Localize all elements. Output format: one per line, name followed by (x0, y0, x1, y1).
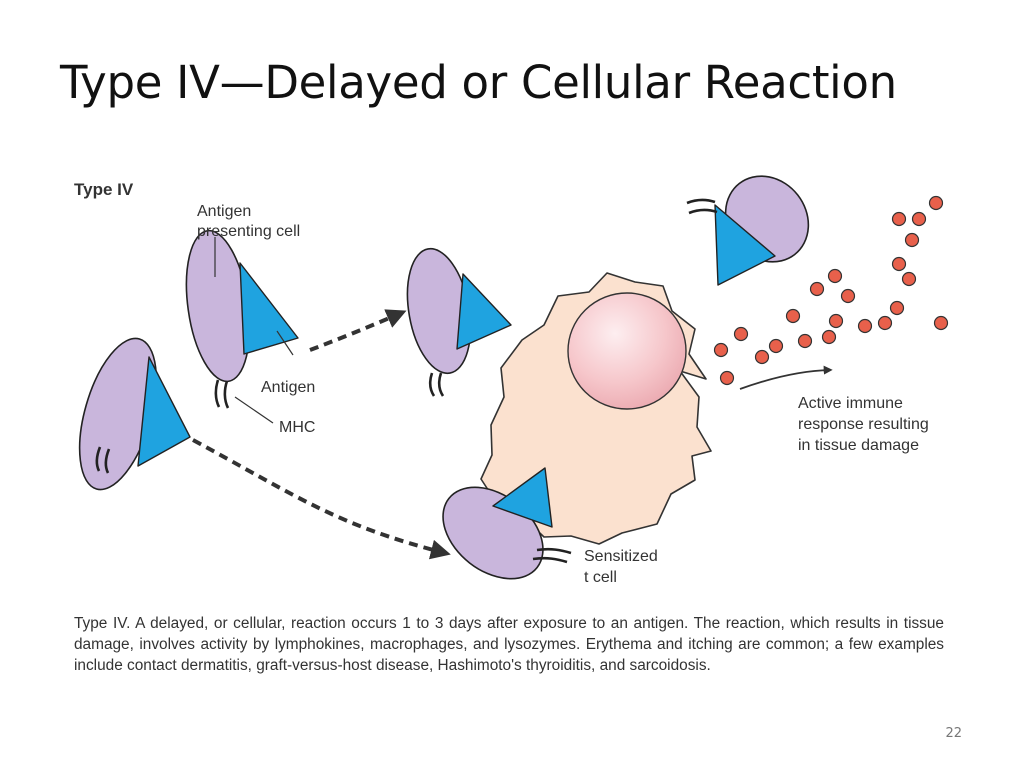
label-tcell-line2: t cell (584, 569, 617, 586)
arrow-apc-to-t-cell (192, 438, 451, 560)
arrow-immune-response (739, 365, 833, 390)
label-response-line3: in tissue damage (798, 437, 919, 454)
antigen-presenting-cell-docking (406, 247, 512, 397)
figure-caption: Type IV. A delayed, or cellular, reactio… (74, 615, 944, 674)
label-response-line2: response resulting (798, 416, 929, 433)
cell-nucleus (567, 292, 687, 410)
label-apc-line1: Antigen (197, 203, 251, 220)
lymphokine-particles (713, 195, 949, 386)
label-apc-line2: presenting cell (197, 223, 300, 240)
antigen-presenting-cell (185, 229, 299, 409)
label-antigen: Antigen (261, 379, 315, 396)
page-number: 22 (945, 726, 962, 741)
arrow-apc-to-target-cell (309, 309, 407, 352)
type-iv-diagram: Type IV (74, 175, 949, 586)
label-response-line1: Active immune (798, 395, 903, 412)
t-cell-top (686, 175, 810, 286)
antigen-presenting-cell-free (78, 337, 191, 491)
sensitized-t-cell (442, 467, 572, 580)
label-mhc: MHC (279, 419, 315, 436)
leader-mhc (234, 396, 274, 424)
type-iv-figure: Type IV (65, 165, 965, 715)
slide-title: Type IV—Delayed or Cellular Reaction (60, 56, 897, 109)
panel-label: Type IV (74, 180, 134, 199)
leader-antigen (276, 330, 294, 356)
label-tcell-line1: Sensitized (584, 548, 658, 565)
